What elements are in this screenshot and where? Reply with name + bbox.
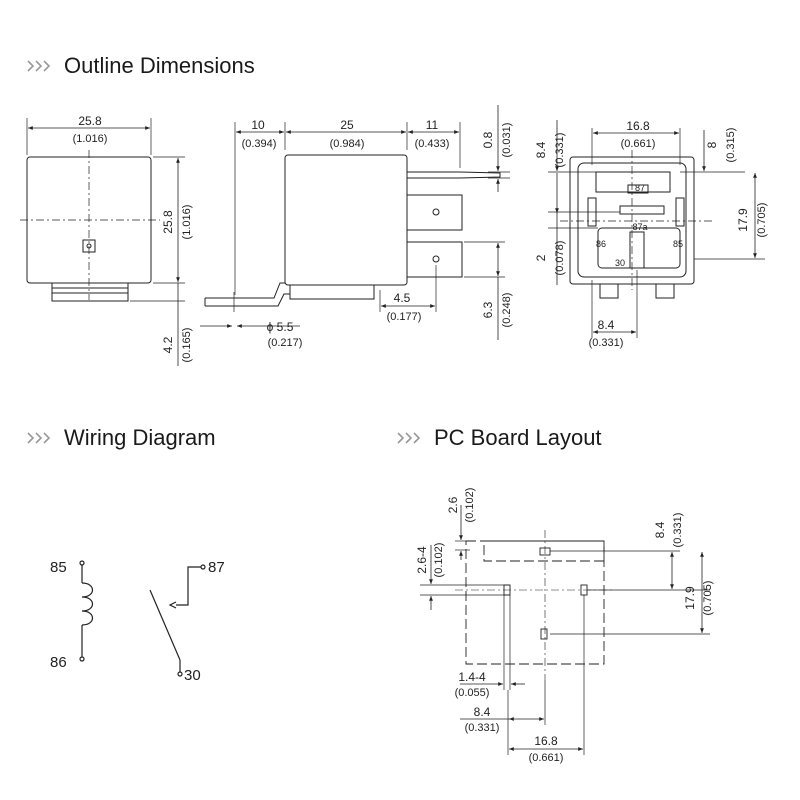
dim-side-d4: 4.5 [394,291,411,305]
dim-side-thickness-in: (0.031) [501,123,513,158]
dim-pcb-d1-in: (0.102) [464,488,476,523]
dim-pcb-d4-in: (0.705) [702,581,714,616]
dim-front-height: 25.8 [161,210,175,234]
dim-side-d3: 11 [426,118,439,132]
dim-side-thickness: 0.8 [481,131,495,148]
bottom-view [548,120,765,338]
dim-front-width: 25.8 [78,114,102,128]
pcb-layout [420,505,710,755]
dim-bottom-span: 17.9 [736,208,750,232]
section-title: Outline Dimensions [64,53,255,78]
pin-label-87a: 87a [632,222,647,232]
dim-pcb-d3-in: (0.331) [672,513,684,548]
wiring-pin-87: 87 [208,559,225,576]
dim-pcb-d5-in: (0.055) [455,687,490,699]
chevron-right-icon [397,432,421,444]
dim-side-d3-in: (0.433) [415,138,450,150]
pcb-outline [465,540,605,665]
section-title: Wiring Diagram [64,425,216,450]
section-title: PC Board Layout [434,425,602,450]
dim-bottom-left-in: (0.331) [554,133,566,168]
relay-coil [81,582,94,626]
front-view [20,118,185,366]
dim-bottom-top: 16.8 [626,119,650,133]
outline-dimensions-heading: Outline Dimensions [26,53,255,79]
side-view [200,105,510,340]
dim-pcb-d1: 2.6 [446,496,460,513]
dim-bottom-bottom: 8.4 [598,318,615,332]
wiring-diagram-heading: Wiring Diagram [26,425,216,451]
pin-label-86: 86 [596,239,606,249]
dim-side-hole: ϕ 5.5 [267,320,294,334]
dim-pcb-d5: 1.4-4 [458,670,486,684]
pin-label-87: 87 [635,183,645,193]
relay-body-side [284,154,408,286]
dim-bottom-right: 8 [705,141,719,148]
dim-bottom-left: 8.4 [534,141,548,158]
dim-pcb-d3: 8.4 [653,521,667,538]
pcb-pad [539,547,551,556]
dim-side-d5-in: (0.248) [501,293,513,328]
chevron-right-icon [27,432,51,444]
dim-front-base: 4.2 [161,336,175,353]
dim-bottom-gap-in: (0.078) [554,241,566,276]
dim-bottom-right-in: (0.315) [725,128,737,163]
dim-bottom-gap: 2 [534,254,548,261]
dim-side-d1: 10 [251,118,265,132]
relay-switch-arm [149,589,181,661]
pcb-pad [540,628,548,640]
wiring-diagram [79,560,206,677]
dim-side-d4-in: (0.177) [387,311,422,323]
wiring-pin-30: 30 [184,667,201,684]
dim-front-width-in: (1.016) [73,133,108,145]
dim-bottom-bottom-in: (0.331) [589,337,624,349]
dim-side-d2: 25 [340,118,354,132]
dim-side-d5: 6.3 [481,301,495,318]
dim-pcb-d7-in: (0.661) [529,752,564,764]
pin-label-85: 85 [673,239,683,249]
wiring-pin-85: 85 [50,559,67,576]
pcb-layout-heading: PC Board Layout [396,425,602,451]
dim-bottom-top-in: (0.661) [621,138,656,150]
dim-pcb-d6: 8.4 [474,705,491,719]
dim-pcb-d7: 16.8 [534,734,558,748]
dim-pcb-d2-in: (0.102) [433,543,445,578]
dim-side-d2-in: (0.984) [330,138,365,150]
wiring-pin-86: 86 [50,654,67,671]
pin-label-30: 30 [615,258,625,268]
dim-side-hole-in: (0.217) [268,337,303,349]
dim-front-base-in: (0.165) [181,328,193,363]
dim-bottom-span-in: (0.705) [756,203,768,238]
dim-side-d1-in: (0.394) [242,138,277,150]
dim-pcb-d6-in: (0.331) [465,722,500,734]
dim-pcb-d2: 2.6-4 [415,546,429,574]
relay-base-front [51,282,129,302]
dim-pcb-d4: 17.9 [683,586,697,610]
dim-front-height-in: (1.016) [181,205,193,240]
chevron-right-icon [27,60,51,72]
